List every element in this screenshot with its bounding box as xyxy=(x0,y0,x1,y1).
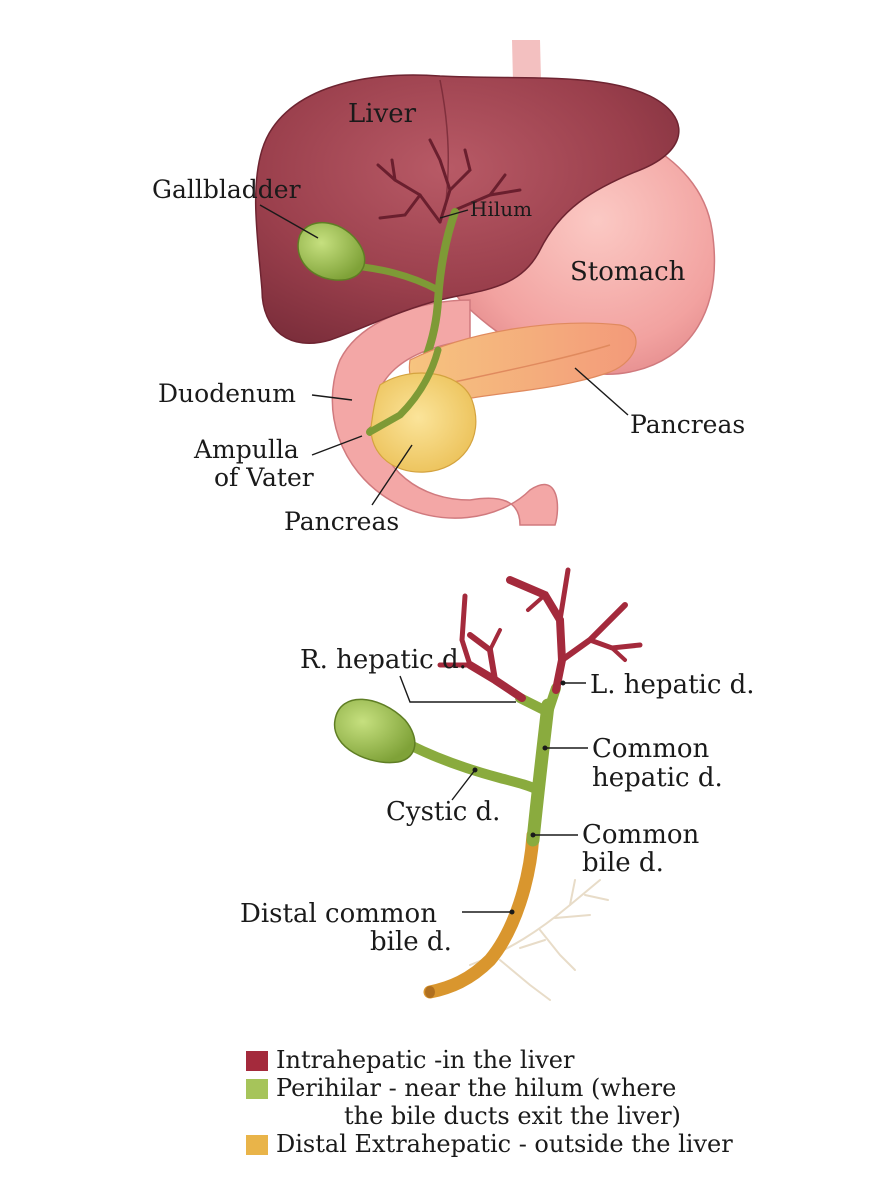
legend: Intrahepatic -in the liver Perihilar - n… xyxy=(246,1046,846,1158)
legend-item-distal: Distal Extrahepatic - outside the liver xyxy=(246,1130,846,1158)
legend-text-perihilar: Perihilar - near the hilum (where xyxy=(276,1074,677,1102)
top-labels: Liver Gallbladder Hilum Stomach Duodenum… xyxy=(152,99,745,536)
intrahepatic-ducts xyxy=(437,567,643,702)
top-duct-over-head xyxy=(366,346,442,436)
label-common-hepatic-line2: hepatic d. xyxy=(592,763,723,793)
label-common-hepatic-line1: Common xyxy=(592,734,710,764)
legend-swatch-distal xyxy=(246,1135,268,1155)
label-r-hepatic: R. hepatic d. xyxy=(300,645,467,675)
label-distal-line2: bile d. xyxy=(370,927,452,957)
label-ampulla-line1: Ampulla xyxy=(193,435,299,464)
label-hilum: Hilum xyxy=(470,197,532,221)
legend-item-perihilar: Perihilar - near the hilum (where xyxy=(246,1074,846,1102)
label-cystic: Cystic d. xyxy=(386,797,500,827)
pancreatic-duct-veins xyxy=(439,344,611,386)
label-distal-line1: Distal common xyxy=(240,899,437,929)
legend-swatch-intrahepatic xyxy=(246,1051,268,1071)
label-common-bile-line1: Common xyxy=(582,820,700,850)
label-l-hepatic: L. hepatic d. xyxy=(590,670,755,700)
label-stomach: Stomach xyxy=(570,257,686,287)
label-common-bile-line2: bile d. xyxy=(582,848,664,878)
gallbladder-shape xyxy=(333,698,416,764)
label-liver: Liver xyxy=(348,99,417,129)
duct-opening xyxy=(425,986,435,998)
label-ampulla-line2: of Vater xyxy=(214,463,314,492)
label-pancreas-bottom: Pancreas xyxy=(284,507,399,536)
legend-text-perihilar-continuation: the bile ducts exit the liver) xyxy=(344,1102,681,1130)
biliary-tree-illustration xyxy=(333,567,643,1001)
bottom-labels: R. hepatic d. L. hepatic d. Common hepat… xyxy=(240,645,755,957)
label-gallbladder: Gallbladder xyxy=(152,175,301,204)
legend-text-distal: Distal Extrahepatic - outside the liver xyxy=(276,1130,733,1158)
distal-common-bile-duct xyxy=(423,828,540,999)
pancreas-head-shape xyxy=(370,372,477,473)
intrahepatic-branches xyxy=(376,138,522,224)
pancreatic-duct-branches xyxy=(469,879,609,1001)
legend-item-intrahepatic: Intrahepatic -in the liver xyxy=(246,1046,846,1074)
top-gallbladder-shape xyxy=(297,221,366,281)
label-duodenum: Duodenum xyxy=(158,379,296,408)
cystic-duct xyxy=(405,740,543,795)
perihilar-common-duct xyxy=(526,698,555,847)
legend-text-intrahepatic: Intrahepatic -in the liver xyxy=(276,1046,575,1074)
label-pancreas-right: Pancreas xyxy=(630,410,745,439)
liver-shape xyxy=(254,74,680,345)
legend-swatch-perihilar xyxy=(246,1079,268,1099)
top-anatomy-illustration xyxy=(254,40,716,526)
